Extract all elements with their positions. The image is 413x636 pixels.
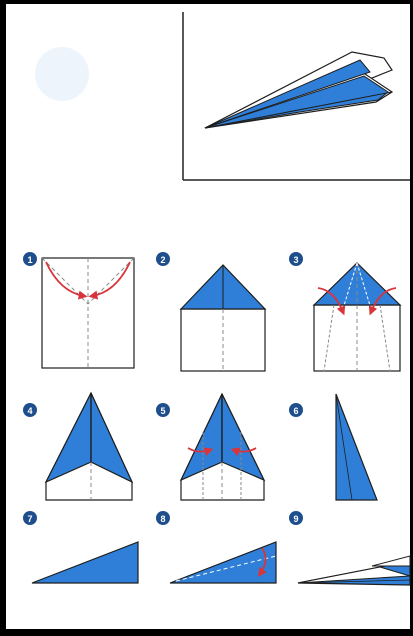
step-badge <box>23 252 37 266</box>
step-badge <box>23 511 37 525</box>
folding-diagram-step-6 <box>335 393 378 501</box>
glare-spot <box>35 47 89 101</box>
step-badge <box>289 511 303 525</box>
step-number: 4 <box>27 406 32 416</box>
folding-diagram-step-2 <box>179 264 267 372</box>
step-9: 9 <box>289 511 411 586</box>
step-number: 3 <box>293 255 298 265</box>
folding-diagram-step-3 <box>312 262 402 372</box>
paper-airplane-finished-icon <box>204 51 394 129</box>
step-6: 6 <box>289 393 378 501</box>
step-number: 5 <box>160 406 165 416</box>
step-8: 8 <box>156 511 277 584</box>
step-badge <box>289 403 303 417</box>
folding-diagram-step-9 <box>297 555 411 586</box>
step-number: 7 <box>27 514 32 524</box>
step-5: 5 <box>156 392 266 501</box>
step-number: 8 <box>160 514 165 524</box>
step-1: 1 <box>23 252 135 369</box>
step-number: 6 <box>293 406 298 416</box>
folding-diagram-step-7 <box>31 541 139 584</box>
step-number: 9 <box>293 514 298 524</box>
step-badge <box>156 252 170 266</box>
step-3: 3 <box>289 252 402 372</box>
step-badge <box>23 403 37 417</box>
step-badge <box>156 511 170 525</box>
folding-diagram-step-8 <box>169 541 277 584</box>
step-badge <box>289 252 303 266</box>
folding-diagram-step-1 <box>41 257 135 369</box>
folding-diagram-step-4 <box>44 391 134 501</box>
step-number: 2 <box>160 255 165 265</box>
step-4: 4 <box>23 391 134 501</box>
step-2: 2 <box>156 252 267 372</box>
preview-panel <box>182 12 410 181</box>
step-7: 7 <box>23 511 139 584</box>
step-badge <box>156 403 170 417</box>
step-number: 1 <box>27 255 32 265</box>
folding-diagram-step-5 <box>179 392 266 501</box>
